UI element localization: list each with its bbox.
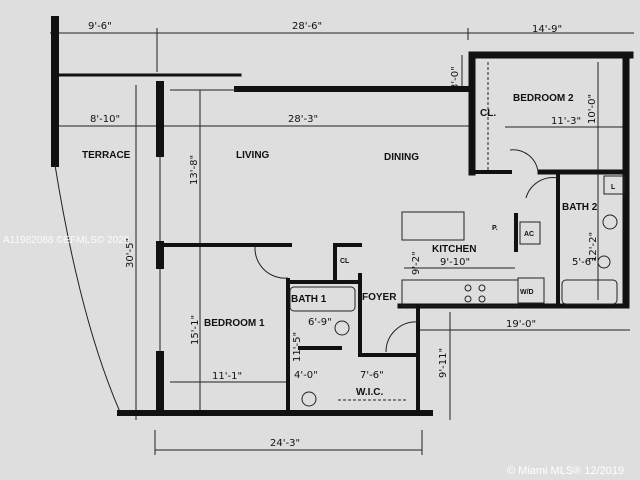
room-label-closet-2: CL. [480,108,496,119]
dim-kitchen-width: 9'-10" [440,257,470,268]
walls [51,16,634,416]
room-label-wic: W.I.C. [356,387,383,398]
ac-unit-icon [519,221,541,245]
stove-icon [464,284,486,303]
dim-bedroom2-width: 11'-3" [551,116,581,127]
sink-icon [602,214,618,230]
dim-bedroom1-depth: 15'-1" [190,315,201,345]
room-label-living: LIVING [236,150,270,161]
room-label-bath-1: BATH 1 [291,294,327,305]
mls-watermark: © Miami MLS® 12/2019 [507,465,624,477]
room-label-dining: DINING [384,152,419,163]
room-label-kitchen: KITCHEN [432,244,476,255]
dim-bath1-depth: 11'-5" [292,332,303,362]
room-label-foyer: FOYER [362,292,397,303]
washer-dryer-icon [517,277,545,304]
dim-top-bedroom2: 14'-9" [532,24,562,35]
dim-bedroom1-width: 11'-1" [212,371,242,382]
dim-bottom-width: 24'-3" [270,438,300,449]
dim-top-main: 28'-6" [292,21,322,32]
linen-closet-icon [603,175,625,195]
dim-wic-width: 7'-6" [360,370,384,381]
room-label-terrace: TERRACE [82,150,131,161]
dim-bath2-width: 5'-6" [572,257,596,268]
room-label-bedroom-1: BEDROOM 1 [204,318,265,329]
room-label-bath-2: BATH 2 [562,202,598,213]
dim-bath1-width: 6'-9" [308,317,332,328]
dim-right-wing-depth: 9'-11" [438,348,449,378]
dim-kitchen-depth: 9'-2" [411,251,422,275]
dim-right-wing-width: 19'-0" [506,319,536,330]
room-label-closet: CL [340,258,350,265]
doors [254,149,559,353]
toilet-icon [597,255,611,269]
dim-living-dining-width: 28'-3" [288,114,318,125]
room-label-linen: L [611,184,616,191]
dim-overall-depth: 30'-5" [125,238,136,268]
toilet-icon [334,320,350,336]
room-label-pantry: P. [492,225,498,232]
sink-icon [301,391,317,407]
room-label-bedroom-2: BEDROOM 2 [513,93,574,104]
dimension-lines [50,28,634,455]
dim-living-depth: 13'-8" [189,155,200,185]
dim-top-terrace: 9'-6" [88,21,112,32]
dim-bedroom2-depth: 10'-0" [587,94,598,124]
dim-offset: 3'-0" [450,66,461,90]
room-label-ac: AC [524,231,534,238]
dim-vanity-width: 4'-0" [294,370,318,381]
dim-bath2-depth: 12'-2" [588,232,599,262]
room-label-washer-dryer: W/D [520,289,534,296]
listing-watermark: A11982088 ©EFMLS© 2020 [3,235,130,246]
dim-terrace-width: 8'-10" [90,114,120,125]
